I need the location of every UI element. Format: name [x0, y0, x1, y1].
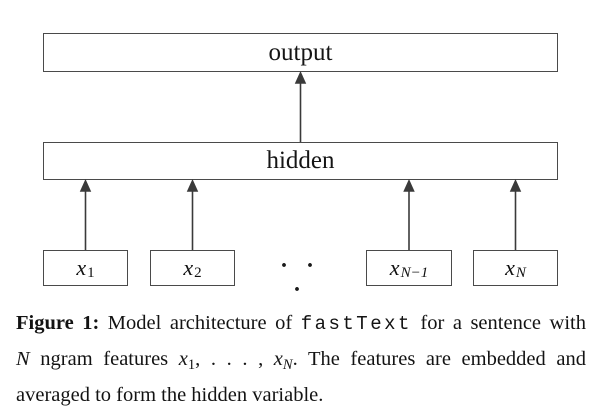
figure-caption: Figure 1: Model architecture of fastText…	[16, 306, 586, 412]
input-label-xn-1-sub: N−1	[400, 264, 429, 281]
caption-line-3: averaged to form the hidden variable.	[16, 384, 324, 406]
hidden-label: hidden	[266, 147, 335, 174]
output-label: output	[268, 38, 333, 66]
hidden-layer-box: hidden	[43, 142, 558, 180]
arrow-xn-1-to-hidden	[403, 179, 415, 250]
input-label-x1-sub: 1	[87, 264, 95, 281]
input-label-xn-base: x	[505, 255, 515, 280]
ellipsis-dots: · · ·	[279, 253, 320, 303]
fasttext-keyword: fastText	[300, 313, 412, 335]
arrow-xn-to-hidden	[509, 179, 522, 250]
arrow-hidden-to-output	[294, 71, 307, 142]
caption-figure-label: Figure 1:	[16, 312, 100, 334]
arrow-x1-to-hidden	[79, 179, 92, 250]
input-label-xn-sub: N	[515, 264, 526, 281]
arrow-x2-to-hidden	[186, 179, 199, 250]
input-label-xn-1-base: x	[389, 255, 400, 280]
caption-line-2: N ngram features x1, . . . , xN. The fea…	[16, 347, 586, 373]
caption-line-1: Figure 1: Model architecture of fastText…	[16, 312, 586, 335]
input-label-x1-base: x	[76, 255, 87, 280]
output-layer-box: output	[43, 33, 558, 72]
input-label-x2-base: x	[183, 255, 194, 280]
input-label-x2-sub: 2	[194, 264, 202, 281]
